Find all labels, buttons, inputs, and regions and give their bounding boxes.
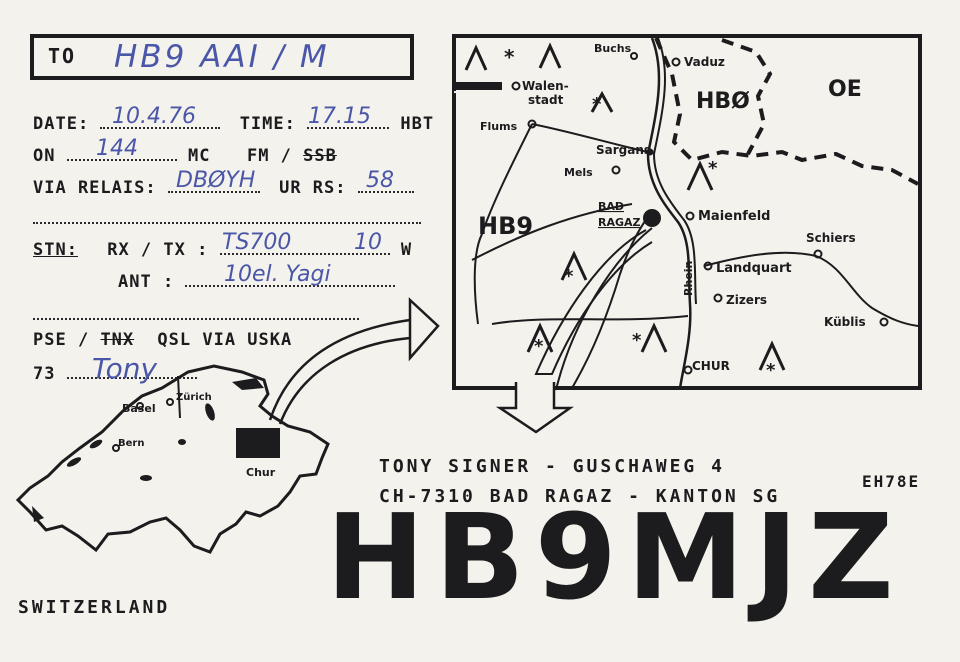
tnx-label: TNX	[100, 330, 135, 350]
svg-text:*: *	[708, 158, 718, 179]
rxtx-label: RX / TX :	[107, 240, 209, 260]
locator: EH78E	[862, 472, 921, 491]
via-label: VIA RELAIS:	[33, 178, 157, 198]
power-unit: W	[400, 240, 413, 260]
divider-1	[33, 222, 421, 224]
relay-row: VIA RELAIS: UR RS:	[33, 178, 414, 198]
regards-label: 73	[33, 364, 56, 384]
to-label: TO	[48, 44, 77, 68]
station-row: STN: RX / TX : W	[33, 240, 412, 260]
pointer-arrow	[268, 297, 440, 425]
address-line-1: TONY SIGNER - GUSCHAWEG 4	[379, 456, 725, 477]
time-label: TIME:	[239, 114, 296, 134]
svg-text:*: *	[564, 266, 574, 287]
map-label-mels: Mels	[564, 166, 593, 179]
signature: Tony	[92, 352, 158, 385]
map-label-maienfeld: Maienfeld	[698, 209, 770, 224]
map-label-bern: Bern	[118, 438, 144, 449]
region-label-austria: OE	[828, 77, 862, 102]
qsl-request-row: PSE / TNX QSL VIA USKA	[33, 330, 292, 350]
switzerland-map: Basel Zürich Bern Chur	[15, 364, 330, 554]
band-row: ON MC FM / SSB	[33, 146, 337, 166]
map-label-basel: Basel	[122, 402, 156, 415]
map-label-chur: Chur	[246, 466, 276, 479]
map-arrow-head	[496, 382, 574, 434]
ssb-label: SSB	[303, 146, 337, 166]
date-label: DATE:	[33, 114, 90, 134]
rs-label: UR RS:	[279, 178, 347, 198]
map-label-landquart: Landquart	[716, 261, 792, 276]
rs-value: 58	[366, 168, 394, 193]
pse-label: PSE /	[33, 330, 90, 350]
map-label-zurich: Zürich	[176, 392, 212, 403]
to-box: TO HB9 AAI / M	[30, 34, 414, 80]
callsign: HB9MJZ	[326, 488, 904, 626]
region-map: * * * * * * * Buchs Vaduz Walen- stadt F…	[452, 34, 922, 391]
map-label-rhein: Rhein	[682, 261, 695, 296]
map-label-chur: CHUR	[692, 359, 730, 373]
map-label-walenstadt-2: stadt	[528, 93, 564, 107]
time-value: 17.15	[308, 104, 371, 129]
country-label: SWITZERLAND	[18, 597, 171, 618]
map-label-bad: BAD	[598, 200, 624, 213]
chur-region-square	[236, 428, 280, 458]
regards-row: 73	[33, 364, 197, 384]
on-label: ON	[33, 146, 56, 166]
antenna-value: 10el. Yagi	[224, 262, 331, 287]
qsl-via-label: QSL VIA USKA	[157, 330, 293, 350]
fm-label: FM /	[246, 146, 292, 166]
svg-text:*: *	[504, 45, 515, 69]
map-label-ragaz: RAGAZ	[598, 216, 641, 229]
map-label-flums: Flums	[480, 120, 518, 133]
address-line-2: CH-7310 BAD RAGAZ - KANTON SG	[379, 486, 781, 507]
time-zone: HBT	[400, 114, 435, 134]
svg-text:*: *	[534, 336, 544, 357]
map-label-kublis: Küblis	[824, 315, 866, 329]
antenna-row: ANT :	[118, 272, 396, 292]
map-label-schiers: Schiers	[806, 231, 856, 245]
mc-label: MC	[187, 146, 211, 166]
divider-2	[33, 318, 359, 320]
band-value: 144	[96, 136, 138, 161]
map-label-buchs: Buchs	[594, 42, 632, 55]
svg-text:*: *	[766, 360, 776, 381]
map-label-walenstadt-1: Walen-	[522, 79, 569, 93]
map-label-zizers: Zizers	[726, 293, 767, 307]
date-value: 10.4.76	[112, 104, 196, 129]
map-label-sargans: Sargans	[596, 143, 651, 157]
ant-label: ANT :	[118, 272, 175, 292]
map-label-vaduz: Vaduz	[684, 55, 725, 69]
power-value: 10	[354, 230, 382, 255]
rig-value: TS700	[222, 230, 292, 255]
date-row: DATE: TIME: HBT	[33, 114, 434, 134]
svg-text:*: *	[632, 330, 642, 351]
relay-value: DBØYH	[176, 168, 256, 193]
region-label-liechtenstein: HBØ	[696, 89, 750, 114]
region-label-switzerland: HB9	[478, 212, 533, 240]
stn-label: STN:	[33, 240, 78, 260]
to-callsign: HB9 AAI / M	[114, 39, 330, 75]
